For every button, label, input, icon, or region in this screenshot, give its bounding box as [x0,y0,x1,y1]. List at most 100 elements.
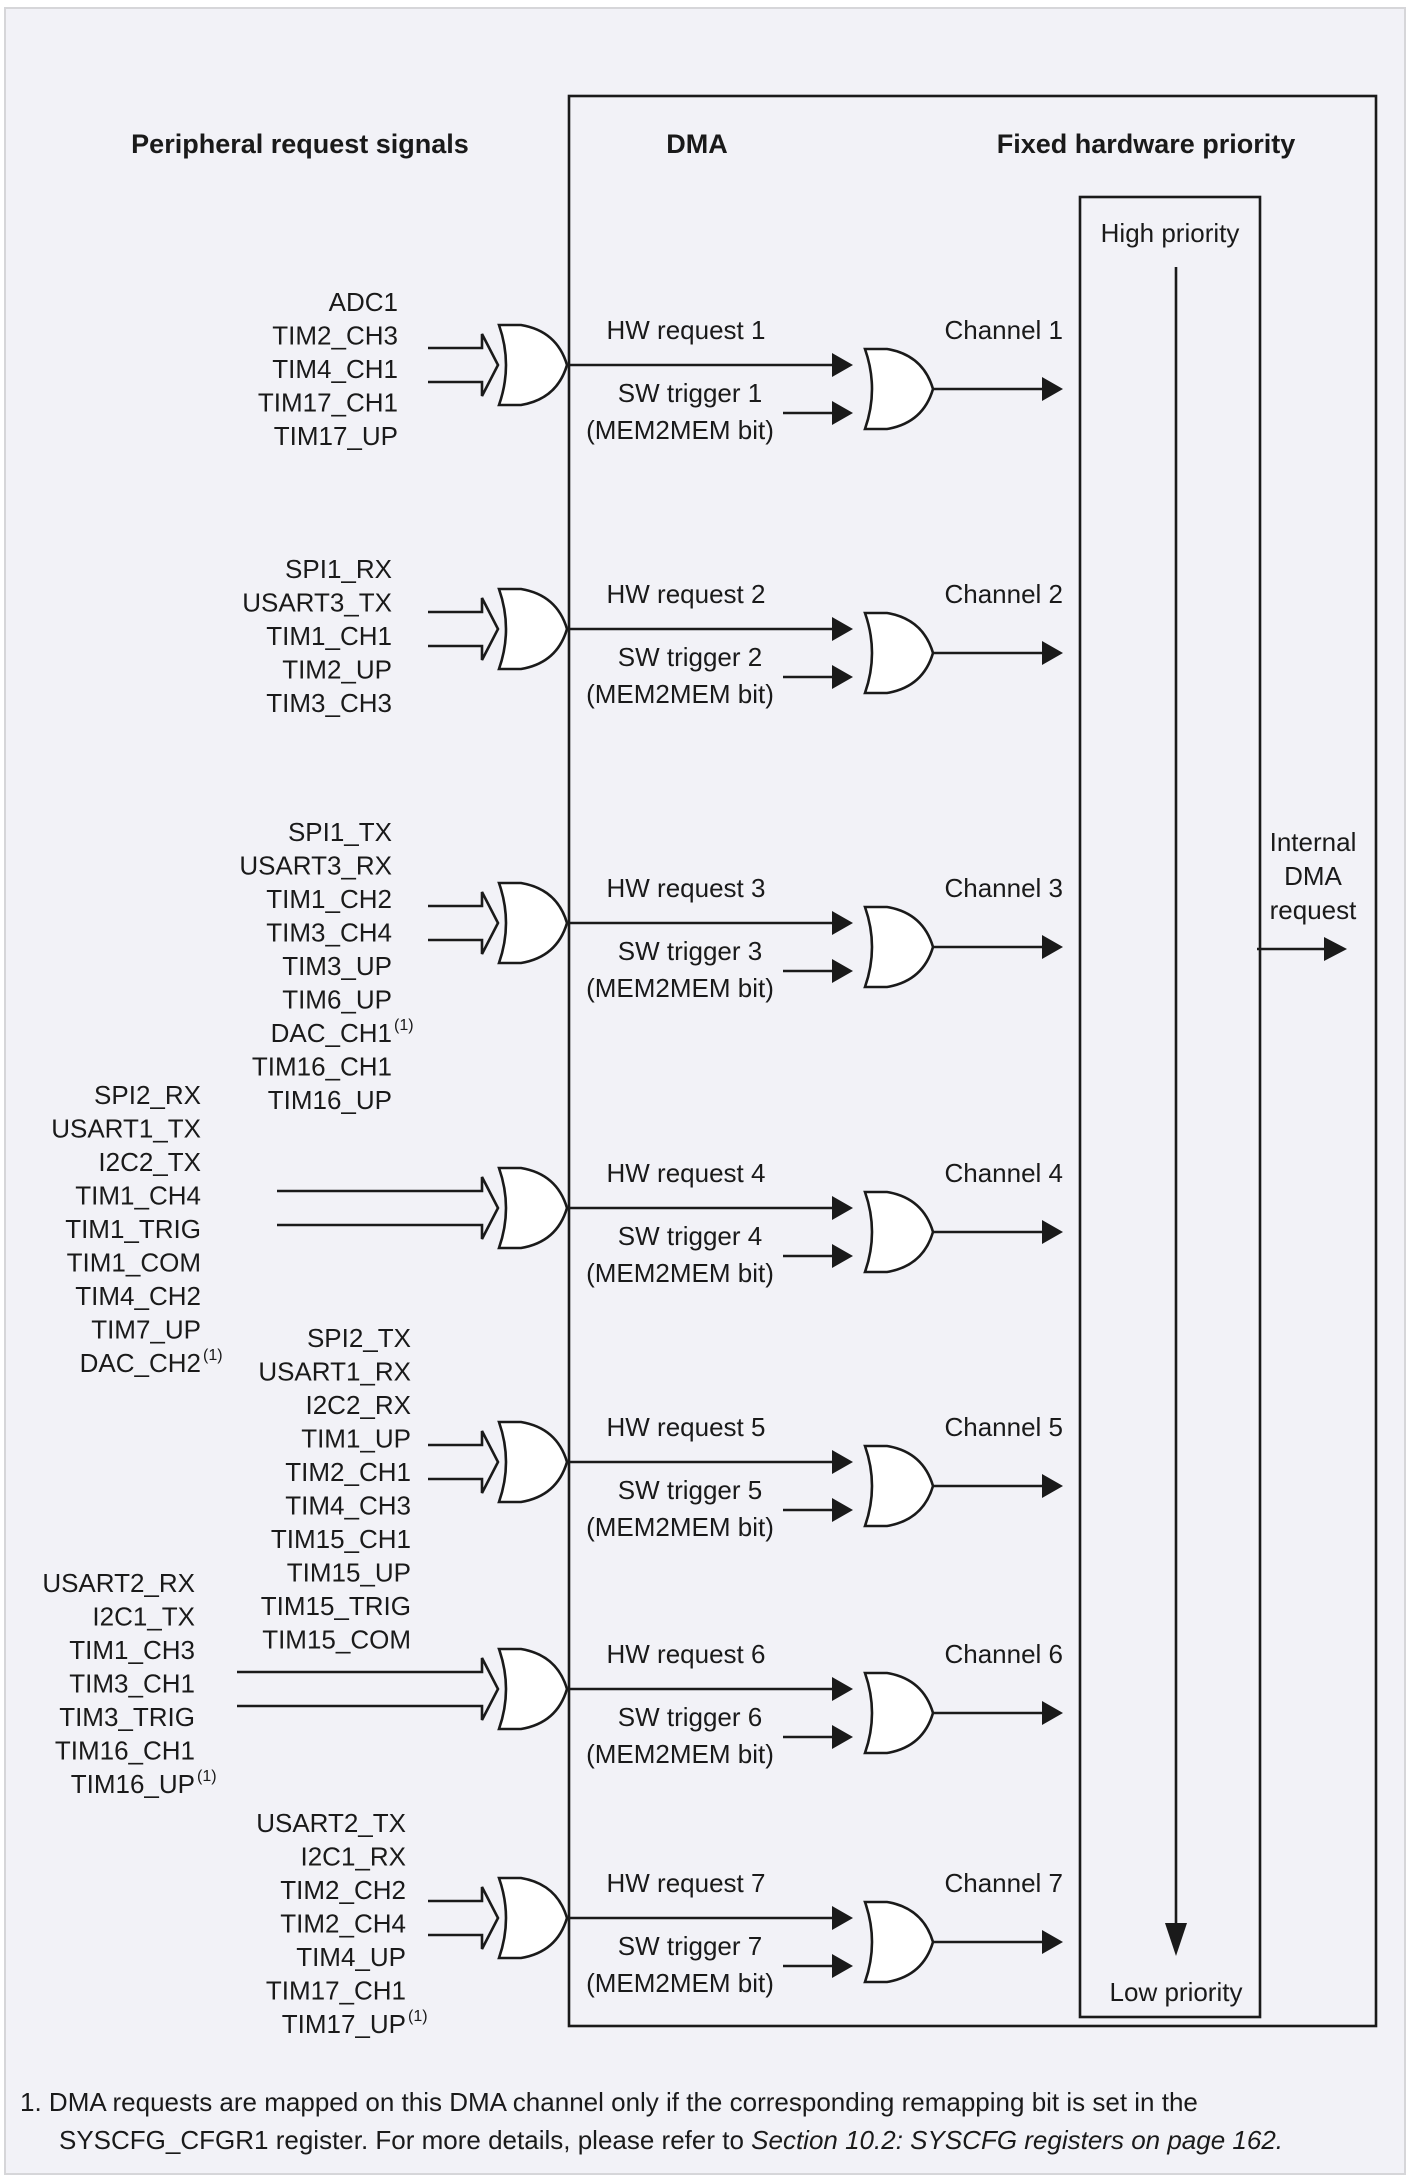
peripheral-signal-label: USART2_TX [256,1808,406,1838]
channel-1-group: ADC1TIM2_CH3TIM4_CH1TIM17_CH1TIM17_UPHW … [258,287,1063,451]
peripheral-signal-label: TIM1_UP [301,1424,411,1454]
footnote-marker: (1) [408,2008,428,2025]
arrowhead-icon [832,1906,853,1930]
or-gate-icon [497,1647,569,1731]
peripheral-signal-label: TIM1_CH1 [266,621,392,651]
arrowhead-icon [832,1450,853,1474]
arrowhead-icon [1042,1930,1063,1954]
peripheral-signal-label: USART1_RX [258,1357,411,1387]
peripheral-signal-label: TIM4_CH1 [272,354,398,384]
header-peripheral-request-signals: Peripheral request signals [131,129,469,159]
internal-dma-request-line2: DMA [1284,861,1342,891]
peripheral-signal-label: DAC_CH2 [80,1348,201,1378]
hw-request-label: HW request 6 [607,1639,766,1669]
peripheral-signal-label: TIM15_CH1 [271,1524,411,1554]
peripheral-signal-label: TIM17_UP [274,421,398,451]
peripheral-signal-label: I2C1_TX [92,1602,195,1632]
peripheral-signal-label: TIM6_UP [282,985,392,1015]
arrowhead-icon [1042,935,1063,959]
or-gate-icon [497,1420,569,1504]
peripheral-signal-label: SPI2_TX [307,1323,411,1353]
bus-arrow-icon [428,1886,500,1950]
arrowhead-icon [832,959,853,983]
or-gate-icon [863,905,935,989]
peripheral-signal-label: I2C2_TX [98,1147,201,1177]
sw-trigger-label: SW trigger 7 [618,1931,763,1961]
hw-request-label: HW request 4 [607,1158,766,1188]
peripheral-signal-label: TIM2_UP [282,655,392,685]
footnote-section-reference[interactable]: Section 10.2: SYSCFG registers on page 1… [751,2125,1283,2155]
peripheral-signal-label: TIM4_UP [296,1942,406,1972]
peripheral-signal-label: TIM4_CH2 [75,1281,201,1311]
sw-trigger-label: SW trigger 5 [618,1475,763,1505]
peripheral-signal-label: TIM16_UP [268,1085,392,1115]
peripheral-signal-label: TIM16_CH1 [55,1736,195,1766]
channel-label: Channel 1 [944,315,1063,345]
or-gate-icon [497,587,569,671]
channel-label: Channel 6 [944,1639,1063,1669]
peripheral-signal-label: TIM15_UP [287,1558,411,1588]
mem2mem-bit-label: (MEM2MEM bit) [586,1739,774,1769]
peripheral-signal-label: USART3_TX [242,588,392,618]
peripheral-signal-label: ADC1 [329,287,398,317]
peripheral-signal-label: TIM1_CH4 [75,1181,201,1211]
channels-group: ADC1TIM2_CH3TIM4_CH1TIM17_CH1TIM17_UPHW … [42,287,1063,2039]
arrowhead-icon [832,1725,853,1749]
channel-6-group: USART2_RXI2C1_TXTIM1_CH3TIM3_CH1TIM3_TRI… [42,1568,1063,1799]
peripheral-signal-label: TIM17_UP [282,2009,406,2039]
arrowhead-icon [832,401,853,425]
arrowhead-icon [832,617,853,641]
arrowhead-icon [1042,1220,1063,1244]
sw-trigger-label: SW trigger 4 [618,1221,763,1251]
channel-7-group: USART2_TXI2C1_RXTIM2_CH2TIM2_CH4TIM4_UPT… [256,1808,1063,2039]
footnote-marker: (1) [197,1768,217,1785]
or-gate-icon [863,1900,935,1984]
arrowhead-icon [1042,1474,1063,1498]
priority-down-arrowhead-icon [1165,1923,1187,1956]
channel-label: Channel 7 [944,1868,1063,1898]
footnote-line2-text: SYSCFG_CFGR1 register. For more details,… [59,2125,752,2155]
arrowhead-icon [832,1498,853,1522]
peripheral-signal-label: USART3_RX [239,851,392,881]
peripheral-signal-label: TIM15_TRIG [261,1591,411,1621]
channel-3-group: SPI1_TXUSART3_RXTIM1_CH2TIM3_CH4TIM3_UPT… [239,817,1063,1115]
peripheral-signal-label: DAC_CH1 [271,1018,392,1048]
channel-5-group: SPI2_TXUSART1_RXI2C2_RXTIM1_UPTIM2_CH1TI… [258,1323,1063,1655]
hw-request-label: HW request 3 [607,873,766,903]
peripheral-signal-label: TIM16_UP [71,1769,195,1799]
arrowhead-icon [1042,1701,1063,1725]
peripheral-signal-label: TIM1_COM [67,1248,201,1278]
peripheral-signal-label: I2C2_RX [306,1390,412,1420]
footnote-number: 1. [20,2087,42,2117]
sw-trigger-label: SW trigger 3 [618,936,763,966]
arrowhead-icon [832,1677,853,1701]
peripheral-signal-label: TIM3_CH4 [266,918,392,948]
footnote-marker: (1) [394,1017,414,1034]
peripheral-signal-label: TIM1_CH2 [266,884,392,914]
peripheral-signal-label: TIM17_CH1 [266,1976,406,2006]
bus-arrow-icon [277,1176,500,1240]
peripheral-signal-label: TIM1_TRIG [65,1214,201,1244]
peripheral-signal-label: TIM3_CH3 [266,688,392,718]
peripheral-signal-label: TIM2_CH3 [272,321,398,351]
arrowhead-icon [832,353,853,377]
peripheral-signal-label: TIM17_CH1 [258,388,398,418]
header-fixed-hardware-priority: Fixed hardware priority [997,129,1296,159]
peripheral-signal-label: TIM3_UP [282,951,392,981]
peripheral-signal-label: TIM15_COM [262,1625,411,1655]
peripheral-signal-label: USART1_TX [51,1114,201,1144]
bus-arrow-icon [428,1430,500,1494]
arrowhead-icon [1042,377,1063,401]
arrowhead-icon [832,1244,853,1268]
or-gate-icon [863,347,935,431]
peripheral-signal-label: TIM2_CH4 [280,1909,406,1939]
low-priority-label: Low priority [1110,1977,1243,2007]
sw-trigger-label: SW trigger 2 [618,642,763,672]
mem2mem-bit-label: (MEM2MEM bit) [586,1258,774,1288]
mem2mem-bit-label: (MEM2MEM bit) [586,679,774,709]
internal-dma-request-line1: Internal [1270,827,1357,857]
or-gate-icon [497,1166,569,1250]
channel-label: Channel 3 [944,873,1063,903]
arrowhead-icon [1042,641,1063,665]
footnote-line1: DMA requests are mapped on this DMA chan… [48,2087,1198,2117]
